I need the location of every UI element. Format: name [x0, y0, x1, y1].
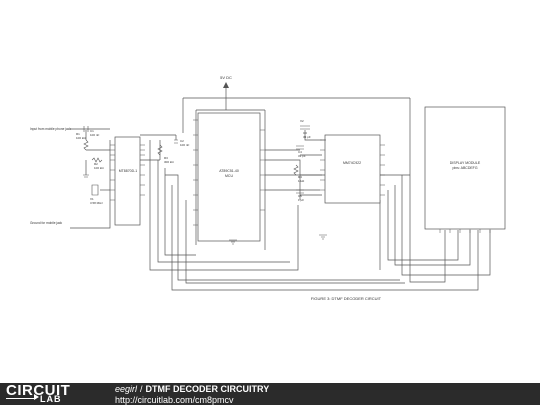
logo-text-bottom: LAB [40, 394, 62, 404]
circuit-url-link[interactable]: http://circuitlab.com/cm8pmcv [115, 395, 234, 405]
capacitor-c2-symbol [174, 139, 178, 144]
r1-label: R1 [76, 132, 80, 136]
ground-input-icon [83, 174, 89, 178]
r4-value: 1 kΩ [298, 179, 305, 183]
title-separator: / [140, 384, 143, 394]
ground-icons [83, 139, 327, 245]
ic-display-label: DISPLAY MODULE [450, 161, 481, 165]
supply-label: 5V DC [220, 75, 232, 80]
schematic-canvas: 5V DC MT8870D-1 AT89C51-40 MCU MM74C922 … [30, 75, 506, 301]
input-label-bottom: Ground for mobile jack [30, 221, 62, 225]
ic-latch [324, 134, 381, 204]
ground-mcu-icon [229, 239, 237, 245]
circuit-title-line: eegirl/DTMF DECODER CIRCUITRY [115, 384, 269, 394]
r4-label: R4 [298, 175, 302, 179]
c3-value: 33 pF [303, 135, 311, 139]
ic-display-module [424, 106, 506, 230]
x1-label: X1 [90, 197, 94, 201]
logo-text-top: CIRCUIT [6, 382, 71, 399]
ic-display-sublabel: pins: ABCDEFG [452, 166, 477, 170]
author-link[interactable]: eegirl [115, 384, 138, 394]
ic-dtmf-decoder [114, 136, 141, 226]
capacitor-c4-symbol [296, 145, 304, 150]
c5-label: C5 [298, 194, 302, 198]
wires [70, 88, 491, 291]
c1-label: C1 [90, 129, 94, 133]
ground-latch-icon [319, 234, 327, 240]
x1-value: 3.58 MHz [90, 201, 103, 205]
c4-value: 33 pF [298, 154, 306, 158]
r3-label: R3 [164, 156, 168, 160]
r1-value: 100 kΩ [76, 136, 86, 140]
r2-label: R2 [94, 162, 98, 166]
ic-dtmf-decoder-label: MT8870D-1 [119, 169, 138, 173]
ic-latch-label: MM74C922 [343, 161, 361, 165]
ic-mcu [197, 112, 261, 242]
diode-icon [34, 394, 39, 400]
circuit-title: DTMF DECODER CIRCUITRY [145, 384, 270, 394]
c1-value: 100 nF [90, 133, 100, 137]
capacitor-c1-symbol [83, 126, 89, 132]
crystal-x1-symbol [91, 184, 99, 196]
ic-pins [110, 119, 491, 233]
c3-label: C3 [303, 131, 307, 135]
resistor-r1-symbol [83, 139, 89, 151]
c2-value: 100 nF [180, 143, 190, 147]
c2-label: C2 [180, 139, 184, 143]
logo-wire [6, 398, 36, 399]
circuitlab-logo[interactable]: CIRCUIT LAB [6, 382, 106, 404]
footer-bar: CIRCUIT LAB eegirl/DTMF DECODER CIRCUITR… [0, 383, 540, 405]
figure-caption: FIGURE 3: DTMF DECODER CIRCUIT [311, 296, 382, 301]
capacitor-c5-symbol [296, 189, 304, 194]
r3-value: 300 kΩ [164, 160, 174, 164]
input-label-top: Input from mobile phone jack [30, 127, 71, 131]
ic-mcu-sublabel: MCU [225, 174, 233, 178]
resistor-r4-symbol [293, 164, 299, 176]
resistor-r2-symbol [91, 157, 103, 163]
x2-label: X2 [300, 119, 304, 123]
ic-mcu-label: AT89C51-40 [219, 169, 239, 173]
r2-value: 100 kΩ [94, 166, 104, 170]
c5-value: 1 µF [298, 198, 304, 202]
c4-label: C4 [298, 150, 302, 154]
passives [83, 125, 310, 196]
supply-arrow-icon [223, 82, 229, 88]
capacitor-c3-symbol [300, 125, 310, 130]
resistor-r3-symbol [157, 144, 163, 156]
